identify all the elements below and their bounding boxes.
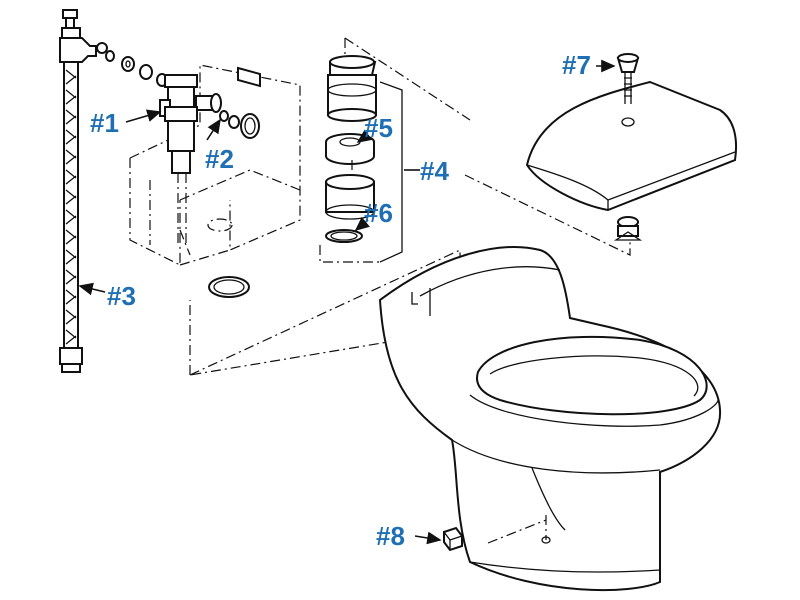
tank-lid [464, 53, 738, 256]
bracket-4 [379, 81, 403, 263]
mounting-frame [189, 249, 461, 376]
callout-4: #4 [420, 156, 449, 186]
leader-lines [78, 59, 616, 545]
bolt-cap [443, 526, 463, 552]
callout-1: #1 [90, 108, 119, 138]
flush-valve-assembly [319, 37, 471, 263]
callout-2: #2 [205, 144, 234, 174]
callout-labels: #1 #2 #3 #4 #5 #6 #7 #8 [90, 50, 591, 551]
callout-7: #7 [562, 50, 591, 80]
tank-outline [129, 64, 301, 266]
callout-5: #5 [364, 113, 393, 143]
tank-gasket [208, 276, 250, 298]
supply-line [59, 9, 108, 373]
callout-6: #6 [364, 198, 393, 228]
toilet-bowl [378, 246, 722, 592]
fill-valve [159, 74, 222, 243]
washer-set [105, 50, 168, 87]
callout-8: #8 [376, 521, 405, 551]
valve-nut [219, 66, 261, 139]
callout-3: #3 [107, 281, 136, 311]
